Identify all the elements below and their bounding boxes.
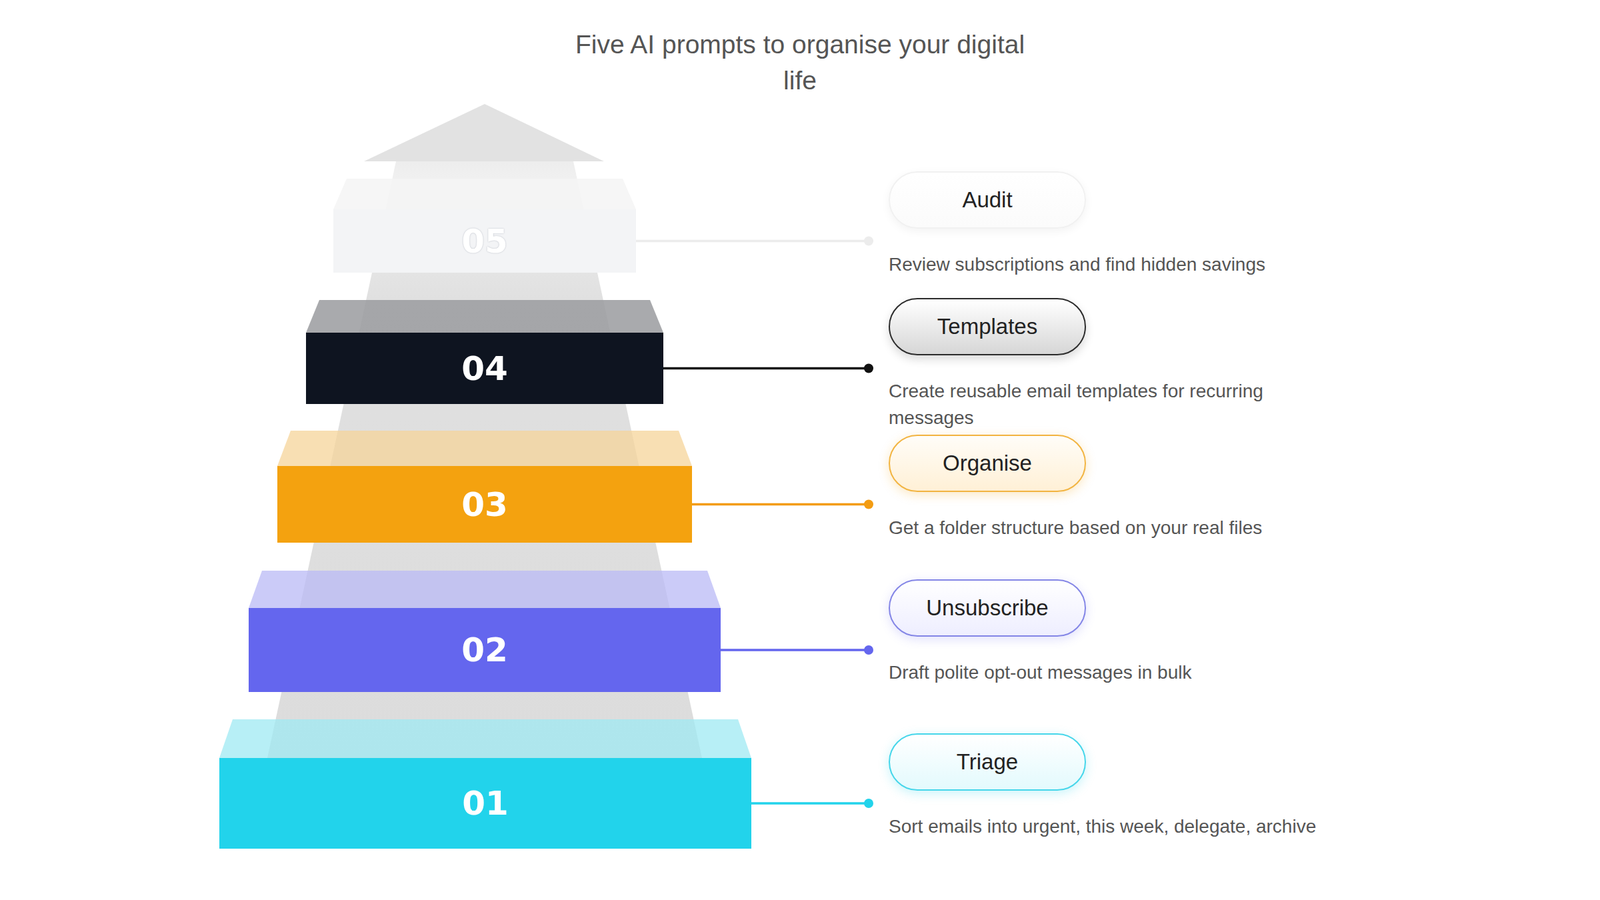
connector-line [692,503,869,506]
leader-connector [692,500,874,510]
step-number: 04 [461,349,508,388]
step-number: 02 [461,630,508,670]
prompt-description: Review subscriptions and find hidden sav… [888,251,1469,278]
leader-connector [751,798,874,808]
diagram-title: Five AI prompts to organise your digital… [566,26,1034,99]
step-number: 03 [461,485,508,524]
connector-line [636,240,869,243]
pill-row: Unsubscribe [888,579,1469,637]
leader-connector [720,645,874,655]
arrow-head [364,104,604,162]
slab-top-face [333,178,636,210]
connector-dot [864,236,874,246]
connector-line [751,802,869,805]
prompt-item: OrganiseGet a folder structure based on … [868,434,1469,542]
step-number: 05 [461,222,508,261]
prompt-pill: Unsubscribe [888,579,1086,637]
slab-top-face [219,719,752,758]
connector-dot [864,798,874,808]
step-number: 01 [462,784,509,823]
pyramid-step: 05 [333,209,636,273]
prompt-item: AuditReview subscriptions and find hidde… [868,171,1469,278]
leader-connector [663,364,874,374]
prompt-item: UnsubscribeDraft polite opt-out messages… [868,579,1469,686]
prompt-item: TemplatesCreate reusable email templates… [868,298,1336,432]
prompt-item: TriageSort emails into urgent, this week… [868,733,1469,840]
prompt-description: Draft polite opt-out messages in bulk [888,659,1469,686]
connector-dot [864,645,874,655]
slab-top-face [248,570,721,608]
pill-row: Audit [888,171,1469,229]
pyramid-step: 02 [248,608,721,692]
prompt-description: Create reusable email templates for recu… [888,378,1336,432]
pill-row: Triage [888,733,1469,791]
pyramid-step: 03 [277,466,692,543]
leader-connector [636,236,874,246]
prompt-description: Get a folder structure based on your rea… [888,514,1469,542]
prompt-pill: Audit [888,171,1086,229]
pill-row: Organise [888,434,1469,492]
prompt-pill: Triage [888,733,1086,791]
title-row: Five AI prompts to organise your digital… [0,26,1600,99]
connector-line [720,648,869,652]
pill-row: Templates [888,298,1336,356]
pyramid-step: 04 [306,332,664,404]
connector-dot [864,364,874,374]
prompt-description: Sort emails into urgent, this week, dele… [888,813,1469,840]
prompt-pill: Templates [888,298,1086,356]
connector-dot [864,500,874,510]
pyramid-step: 01 [219,758,752,849]
connector-line [663,367,869,370]
slab-top-face [277,430,692,466]
slab-top-face [306,300,664,333]
prompt-pill: Organise [888,434,1086,492]
